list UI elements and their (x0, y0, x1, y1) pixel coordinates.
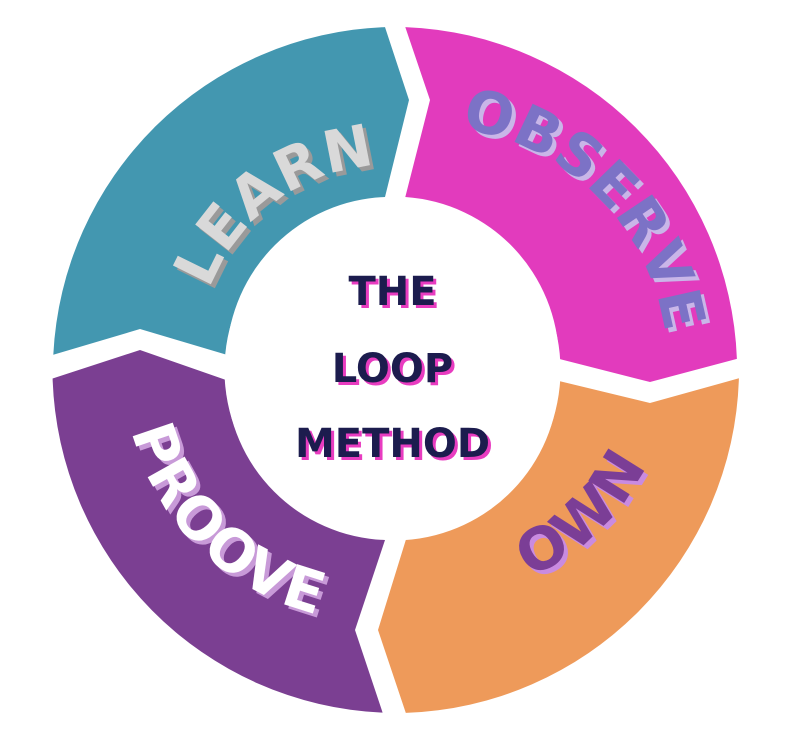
center-title-line-2: LOOP (332, 346, 453, 392)
center-title-line-3-shadow: METHOD (298, 424, 493, 470)
center-title-line-3: METHOD (295, 421, 490, 467)
center-title-line-2-shadow: LOOP (335, 349, 456, 395)
segment-learn (53, 27, 410, 355)
segment-observe (405, 27, 737, 382)
segment-proove (52, 350, 385, 713)
center-circle (224, 202, 561, 538)
center-title-line-1-shadow: THE (351, 272, 439, 318)
center-title-line-1: THE (348, 269, 436, 315)
segment-own (378, 378, 739, 713)
